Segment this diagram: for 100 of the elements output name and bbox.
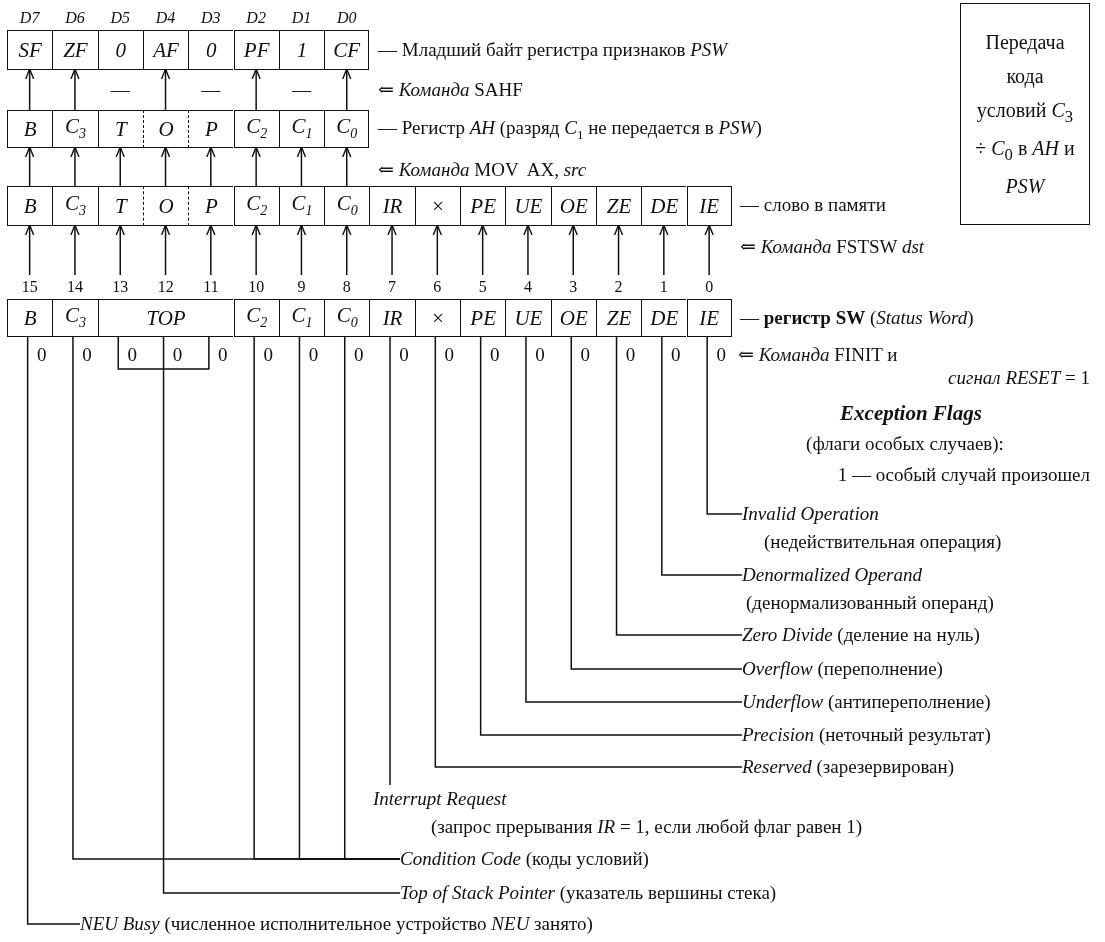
bit-number: D4 [155,10,176,26]
register-cell [142,186,189,226]
command-note: сигнал RESET = 1 [948,366,1090,390]
leader-line [661,336,743,576]
arrow [70,146,80,187]
register-cell [233,186,279,226]
cell-text: C$_{1}$ [291,116,313,142]
reset-value: 0 [354,343,364,367]
bit-number: D1 [291,10,312,26]
register-cell [324,110,370,148]
bit-number: D7 [19,10,40,26]
cell-text: TOP [146,307,186,329]
arrow [115,224,125,276]
bit-number: 15 [21,279,38,295]
legend-note: 1 — особый случай произошел [837,463,1090,487]
register-cell [188,110,234,148]
cell-text: C$_{3}$ [64,305,86,331]
arrow [342,146,352,187]
section-subheading: (флаги особых случаев): [806,432,1004,456]
flag-description: Top of Stack Pointer (указатель вершины стека) [400,879,777,907]
cell-text: ZE [606,307,632,329]
bit-number: D6 [65,10,85,26]
arrow [296,224,307,276]
register-cell [97,186,143,226]
cell-text: UE [514,195,543,217]
bit-number: 7 [388,279,397,295]
cell-text: 0 [115,39,126,61]
cell-text: P [204,118,218,140]
arrow [704,224,714,276]
command-note: ⇐ Команда FINIT и [738,343,898,367]
register-cell [324,186,370,226]
arrow [160,68,171,111]
arrow [251,224,261,276]
arrow [523,224,533,276]
register-description: — Младший байт регистра признаков PSW [378,38,728,62]
arrow [568,224,578,276]
cell-text: 1 [296,39,308,61]
register-cell [7,110,53,148]
arrow [24,146,35,187]
reset-value: 0 [580,343,590,367]
cell-text: B [23,118,37,140]
register-cell [641,186,687,226]
cell-text: C$_{3}$ [64,193,86,219]
leader-line [389,336,391,786]
leader-line [26,336,81,925]
register-cell [7,186,53,226]
register-cell [52,186,98,226]
bit-number: D2 [246,10,266,26]
no-transfer-dash: — [110,78,130,102]
arrow [206,146,216,187]
reset-value: 0 [625,343,636,367]
leader-line [434,336,743,768]
reset-value: 0 [716,343,726,367]
arrow [160,146,171,187]
reset-value: 0 [399,343,409,367]
arrow [206,224,216,276]
flag-description: Denormalized Operand (денормализованный операнд) [742,561,994,617]
register-description: — регистр SW (Status Word) [740,306,974,330]
reset-value: 0 [172,343,183,367]
cell-text: DE [650,307,679,329]
bit-number: 8 [342,279,351,295]
cell-text: CF [333,39,361,61]
flag-description: Invalid Operation (недействительная операция) [742,500,1002,556]
arrow [477,224,488,276]
cell-text: IR [382,195,403,217]
flag-description: Condition Code (коды условий) [400,845,649,873]
cell-text: C$_{3}$ [64,116,86,142]
cell-text: B [23,195,37,217]
cell-text: C$_{0}$ [336,305,358,331]
cell-text: × [430,307,445,329]
register-cell [188,186,234,226]
leader-line [344,336,401,860]
arrow [432,224,443,276]
cell-text: IE [699,195,720,217]
cell-text: OE [559,307,588,329]
bit-number: 13 [112,279,129,295]
arrow [342,224,352,276]
cell-text: C$_{0}$ [336,116,358,142]
register-cell [369,186,415,226]
cell-text: C$_{1}$ [291,305,313,331]
register-cell [233,110,279,148]
bit-number: 12 [157,279,174,295]
bit-number: 6 [433,279,442,295]
bit-number: D5 [110,10,130,26]
flag-description: Reserved (зарезервирован) [742,753,955,781]
cell-text: P [204,195,218,217]
arrow [115,146,125,187]
reset-value: 0 [671,343,681,367]
cell-text: C$_{2}$ [246,305,268,331]
cell-text: × [430,195,445,217]
cell-text: PF [243,39,270,61]
leader-line [525,336,743,703]
leader-line [162,336,401,894]
arrow [70,68,80,111]
cell-text: C$_{2}$ [246,193,268,219]
cell-text: C$_{1}$ [291,193,313,219]
cell-text: UE [514,307,543,329]
cell-text: T [114,195,127,217]
register-cell [97,110,143,148]
arrow [160,224,171,276]
